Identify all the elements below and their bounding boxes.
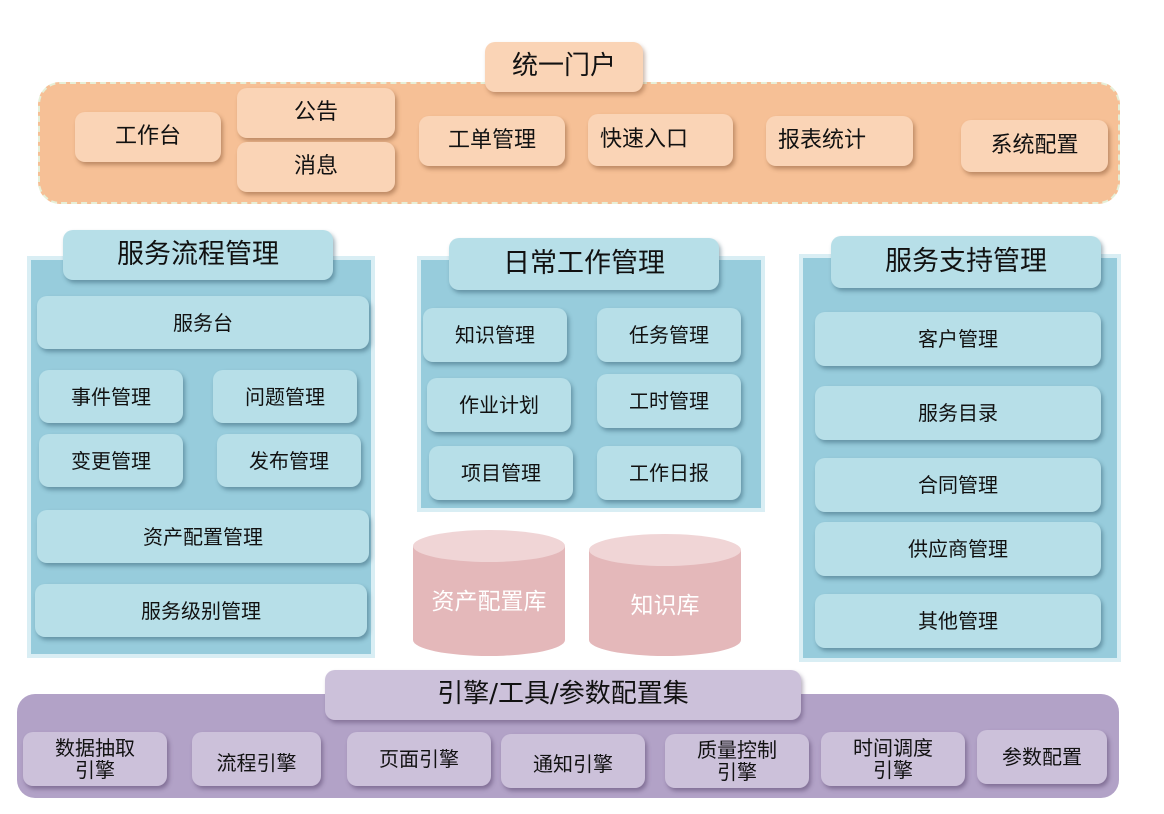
supplier-management-item[interactable]: 供应商管理 <box>815 522 1101 576</box>
daily-report-item[interactable]: 工作日报 <box>597 446 741 500</box>
engine-item-line1: 质量控制 <box>697 738 777 762</box>
timesheet-management-item[interactable]: 工时管理 <box>597 374 741 428</box>
service-desk-item[interactable]: 服务台 <box>37 296 369 349</box>
portal-item-workbench[interactable]: 工作台 <box>75 112 221 162</box>
task-management-item[interactable]: 任务管理 <box>597 308 741 362</box>
engine-item-line1: 通知引擎 <box>533 752 613 776</box>
service-process-title: 服务流程管理 <box>63 230 333 280</box>
engine-item-line2: 引擎 <box>717 760 757 784</box>
engine-item-line1: 时间调度 <box>853 736 933 760</box>
notification-engine-item[interactable]: 通知引擎 <box>501 734 645 788</box>
service-level-management-item[interactable]: 服务级别管理 <box>35 584 367 637</box>
asset-config-management-item[interactable]: 资产配置管理 <box>37 510 369 563</box>
engine-item-line2: 引擎 <box>75 758 115 782</box>
engine-item-line2: 引擎 <box>873 758 913 782</box>
portal-title: 统一门户 <box>485 42 643 92</box>
work-plan-item[interactable]: 作业计划 <box>427 378 571 432</box>
time-scheduling-engine-item[interactable]: 时间调度 引擎 <box>821 732 965 786</box>
knowledge-database: 知识库 <box>589 534 741 656</box>
portal-item-work-order[interactable]: 工单管理 <box>419 116 565 166</box>
page-engine-item[interactable]: 页面引擎 <box>347 732 491 786</box>
engine-item-line1: 参数配置 <box>1002 745 1082 769</box>
incident-management-item[interactable]: 事件管理 <box>39 370 183 423</box>
portal-item-quick-entry[interactable]: 快速入口 <box>588 114 733 166</box>
service-support-title: 服务支持管理 <box>831 236 1101 288</box>
project-management-item[interactable]: 项目管理 <box>429 446 573 500</box>
engine-item-line1: 数据抽取 <box>55 736 135 760</box>
workflow-engine-item[interactable]: 流程引擎 <box>192 732 321 786</box>
database-cylinder-icon <box>589 534 741 656</box>
portal-item-announcement[interactable]: 公告 <box>237 88 395 138</box>
customer-management-item[interactable]: 客户管理 <box>815 312 1101 366</box>
portal-item-message[interactable]: 消息 <box>237 142 395 192</box>
other-management-item[interactable]: 其他管理 <box>815 594 1101 648</box>
engine-item-line1: 流程引擎 <box>216 751 297 775</box>
contract-management-item[interactable]: 合同管理 <box>815 458 1101 512</box>
portal-item-system-config[interactable]: 系统配置 <box>961 120 1108 172</box>
daily-work-title: 日常工作管理 <box>449 238 719 290</box>
problem-management-item[interactable]: 问题管理 <box>213 370 357 423</box>
asset-config-database-label: 资产配置库 <box>431 589 547 615</box>
engine-item-line1: 页面引擎 <box>379 747 459 771</box>
quality-control-engine-item[interactable]: 质量控制 引擎 <box>665 734 809 788</box>
parameter-config-item[interactable]: 参数配置 <box>977 730 1107 784</box>
engine-title: 引擎/工具/参数配置集 <box>325 670 801 720</box>
asset-config-database: 资产配置库 <box>413 530 565 656</box>
change-management-item[interactable]: 变更管理 <box>39 434 183 487</box>
knowledge-management-item[interactable]: 知识管理 <box>423 308 567 362</box>
knowledge-database-label: 知识库 <box>630 593 700 619</box>
release-management-item[interactable]: 发布管理 <box>217 434 361 487</box>
database-cylinder-icon <box>413 530 565 656</box>
service-catalog-item[interactable]: 服务目录 <box>815 386 1101 440</box>
portal-item-reports[interactable]: 报表统计 <box>766 116 913 166</box>
data-extraction-engine-item[interactable]: 数据抽取 引擎 <box>23 732 167 786</box>
